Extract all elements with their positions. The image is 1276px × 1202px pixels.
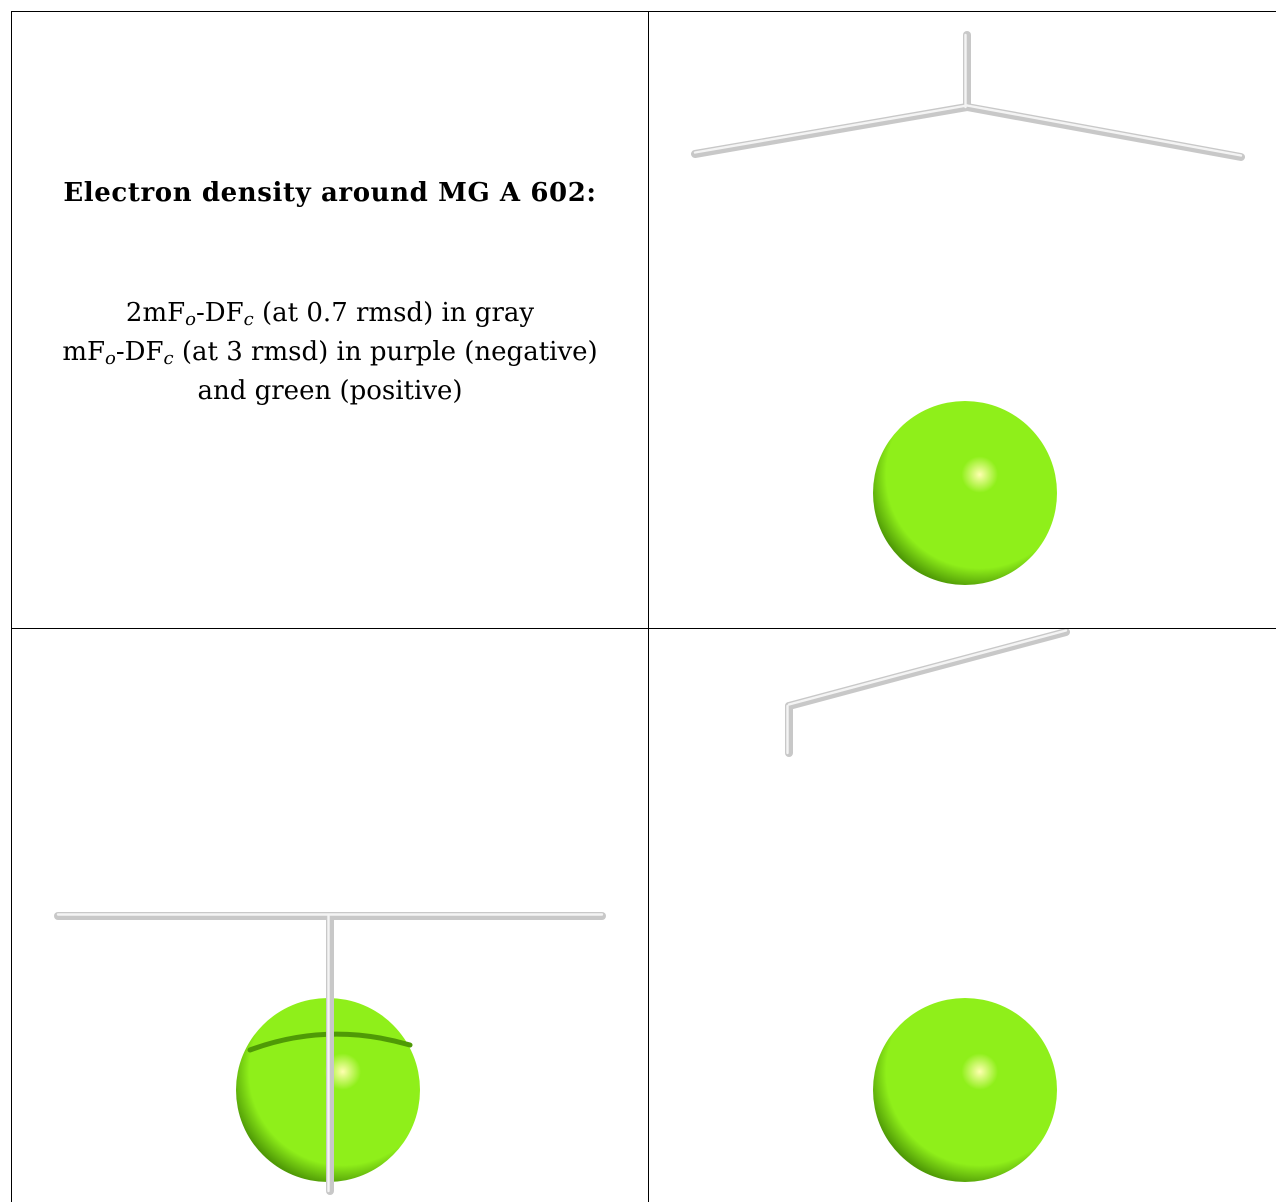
density-mesh bbox=[691, 31, 1245, 161]
grid-divider-vertical bbox=[648, 11, 649, 1202]
density-view-1 bbox=[649, 12, 1276, 628]
caption-title: Electron density around MG A 602: bbox=[63, 178, 597, 208]
legend-line-mfo-dfc: mFo-DFc (at 3 rmsd) in purple (negative) bbox=[62, 337, 598, 369]
grid-border-top bbox=[12, 11, 1276, 12]
density-mesh bbox=[54, 912, 606, 1195]
density-view-2 bbox=[12, 629, 648, 1202]
density-mesh bbox=[785, 629, 1070, 757]
legend-line-2mfo-dfc: 2mFo-DFc (at 0.7 rmsd) in gray bbox=[125, 298, 535, 330]
magnesium-sphere bbox=[873, 401, 1057, 585]
caption-panel: Electron density around MG A 602: 2mFo-D… bbox=[12, 12, 648, 628]
grid-border-left bbox=[11, 11, 12, 1202]
view-2-canvas bbox=[54, 912, 606, 1195]
grid-divider-horizontal bbox=[12, 628, 1276, 629]
magnesium-sphere bbox=[873, 998, 1057, 1182]
density-view-3 bbox=[649, 629, 1276, 1202]
legend-line-colors: and green (positive) bbox=[197, 376, 463, 406]
view-3-canvas bbox=[785, 629, 1070, 1182]
view-1-canvas bbox=[691, 31, 1245, 585]
caption-legend: 2mFo-DFc (at 0.7 rmsd) in gray mFo-DFc (… bbox=[12, 294, 648, 411]
